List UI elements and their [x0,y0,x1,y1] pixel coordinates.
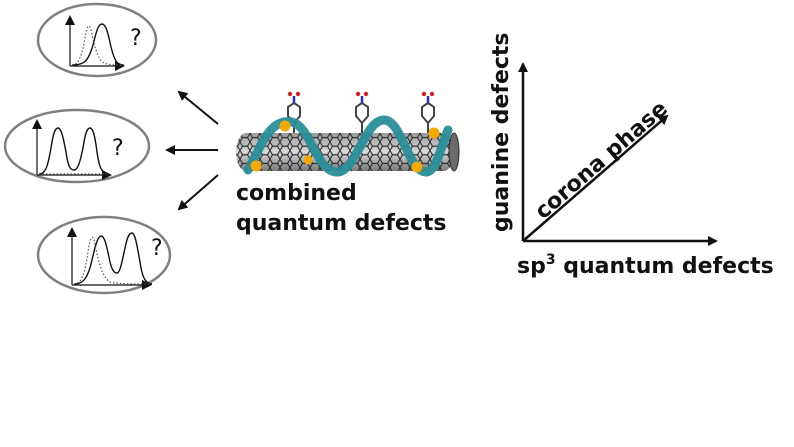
guanine-defect-dot [428,127,440,139]
x-axis-label-main: sp [517,254,546,279]
spectrum-question-mark: ? [112,136,124,161]
guanine-defect-dot [279,120,291,132]
arrow-to-top-panel [177,90,219,125]
guanine-defect-dot [411,161,423,173]
nanotube-caption-line1: combined [236,181,357,206]
spectrum-panel-middle: ? [3,108,151,184]
x-axis-label: sp3 quantum defects [517,252,774,279]
aryl-defect-group [421,91,435,133]
spectrum-panel-top: ? [36,2,158,78]
nanotube-caption-line2: quantum defects [236,211,447,236]
nanotube-illustration [236,91,460,177]
spectrum-question-mark: ? [130,26,142,51]
spectrum-question-mark: ? [151,236,163,261]
panel-oval [36,215,172,295]
spectrum-solid-curve [73,232,153,285]
panel-oval [3,108,151,184]
spectrum-solid-curve [38,127,109,175]
x-axis-label-superscript: 3 [546,252,556,268]
aryl-defect-group [355,91,369,133]
diagonal-axis [522,114,669,242]
guanine-defect-dot [250,160,262,172]
spectrum-dotted-curve [71,25,125,66]
nanotube-end [448,132,460,172]
aryl-defect-group [287,91,301,133]
spectrum-panel-bottom: ? [36,215,172,295]
arrow-to-bottom-panel [177,174,219,211]
diagonal-axis-label: corona phase [531,96,673,224]
y-axis-label: guanine defects [489,32,514,232]
defect-axes: guanine defects corona phase sp3 quantum… [489,32,774,279]
spectrum-solid-curve [71,23,125,66]
spectrum-dotted-curve [73,236,151,285]
panel-oval [36,2,158,78]
guanine-defect-dot [303,155,313,165]
x-axis-label-rest: quantum defects [556,254,774,279]
